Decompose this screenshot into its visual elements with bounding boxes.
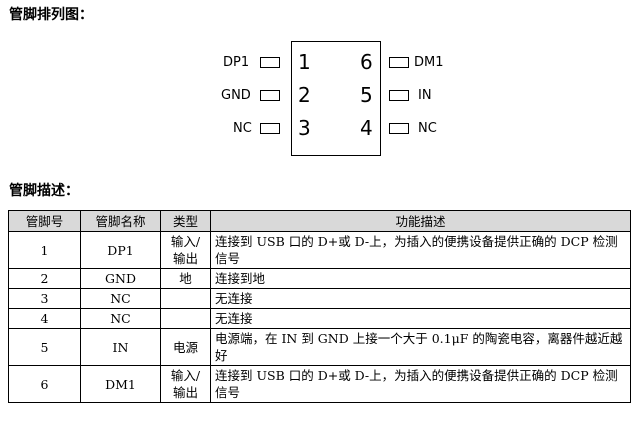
table-row: 5 IN 电源 电源端，在 IN 到 GND 上接一个大于 0.1μF 的陶瓷电… bbox=[8, 328, 631, 366]
pin-lead-6 bbox=[389, 57, 409, 68]
pin-label-in: IN bbox=[418, 88, 432, 103]
pin-label-dp1: DP1 bbox=[223, 55, 250, 70]
pin-label-gnd: GND bbox=[221, 88, 251, 103]
pin-lead-2 bbox=[260, 90, 280, 101]
chip-body bbox=[291, 41, 381, 156]
pin-number: 5 bbox=[8, 328, 81, 366]
pin-label-nc-right: NC bbox=[418, 121, 437, 136]
description-title: 管脚描述： bbox=[9, 183, 79, 199]
table-row: 6 DM1 输入/输出 连接到 USB 口的 D+或 D-上，为插入的便携设备提… bbox=[8, 365, 631, 403]
pin-number-6: 6 bbox=[360, 50, 373, 74]
pin-name: DM1 bbox=[80, 365, 161, 403]
pin-function: 连接到 USB 口的 D+或 D-上，为插入的便携设备提供正确的 DCP 检测信… bbox=[210, 231, 631, 269]
pin-name: GND bbox=[80, 268, 161, 289]
pin-label-dm1: DM1 bbox=[414, 55, 444, 70]
pin-name: IN bbox=[80, 328, 161, 366]
pin-name: NC bbox=[80, 288, 161, 309]
pin-function: 连接到地 bbox=[210, 268, 631, 289]
header-pin-number: 管脚号 bbox=[8, 210, 81, 232]
pin-function: 无连接 bbox=[210, 308, 631, 329]
pin-type: 输入/输出 bbox=[160, 365, 211, 403]
pin-description-table: 管脚号 管脚名称 类型 功能描述 1 DP1 输入/输出 连接到 USB 口的 … bbox=[8, 210, 631, 403]
pin-type bbox=[160, 308, 211, 329]
pin-number: 4 bbox=[8, 308, 81, 329]
table-row: 1 DP1 输入/输出 连接到 USB 口的 D+或 D-上，为插入的便携设备提… bbox=[8, 231, 631, 269]
table-row: 2 GND 地 连接到地 bbox=[8, 268, 631, 289]
pin-function: 电源端，在 IN 到 GND 上接一个大于 0.1μF 的陶瓷电容，离器件越近越… bbox=[210, 328, 631, 366]
pin-name: DP1 bbox=[80, 231, 161, 269]
header-pin-name: 管脚名称 bbox=[80, 210, 161, 232]
pin-number-1: 1 bbox=[298, 50, 311, 74]
pin-lead-1 bbox=[260, 57, 280, 68]
pin-number-2: 2 bbox=[298, 83, 311, 107]
pin-type: 电源 bbox=[160, 328, 211, 366]
pin-diagram: DP1 1 GND 2 NC 3 6 DM1 5 IN 4 NC bbox=[0, 0, 637, 180]
pin-lead-4 bbox=[389, 123, 409, 134]
pin-number: 2 bbox=[8, 268, 81, 289]
pin-number-5: 5 bbox=[360, 83, 373, 107]
pin-lead-5 bbox=[389, 90, 409, 101]
header-type: 类型 bbox=[160, 210, 211, 232]
table-row: 3 NC 无连接 bbox=[8, 288, 631, 309]
pin-name: NC bbox=[80, 308, 161, 329]
pin-number-3: 3 bbox=[298, 116, 311, 140]
pin-label-nc-left: NC bbox=[233, 121, 252, 136]
table-row: 4 NC 无连接 bbox=[8, 308, 631, 329]
pin-number-4: 4 bbox=[360, 116, 373, 140]
pin-lead-3 bbox=[260, 123, 280, 134]
pinout-title: 管脚排列图： bbox=[9, 7, 93, 23]
pin-type: 输入/输出 bbox=[160, 231, 211, 269]
pin-number: 3 bbox=[8, 288, 81, 309]
header-function: 功能描述 bbox=[210, 210, 631, 232]
pin-function: 无连接 bbox=[210, 288, 631, 309]
pin-number: 1 bbox=[8, 231, 81, 269]
pin-type: 地 bbox=[160, 268, 211, 289]
pin-number: 6 bbox=[8, 365, 81, 403]
table-header-row: 管脚号 管脚名称 类型 功能描述 bbox=[8, 210, 631, 232]
pin-type bbox=[160, 288, 211, 309]
pin-function: 连接到 USB 口的 D+或 D-上，为插入的便携设备提供正确的 DCP 检测信… bbox=[210, 365, 631, 403]
